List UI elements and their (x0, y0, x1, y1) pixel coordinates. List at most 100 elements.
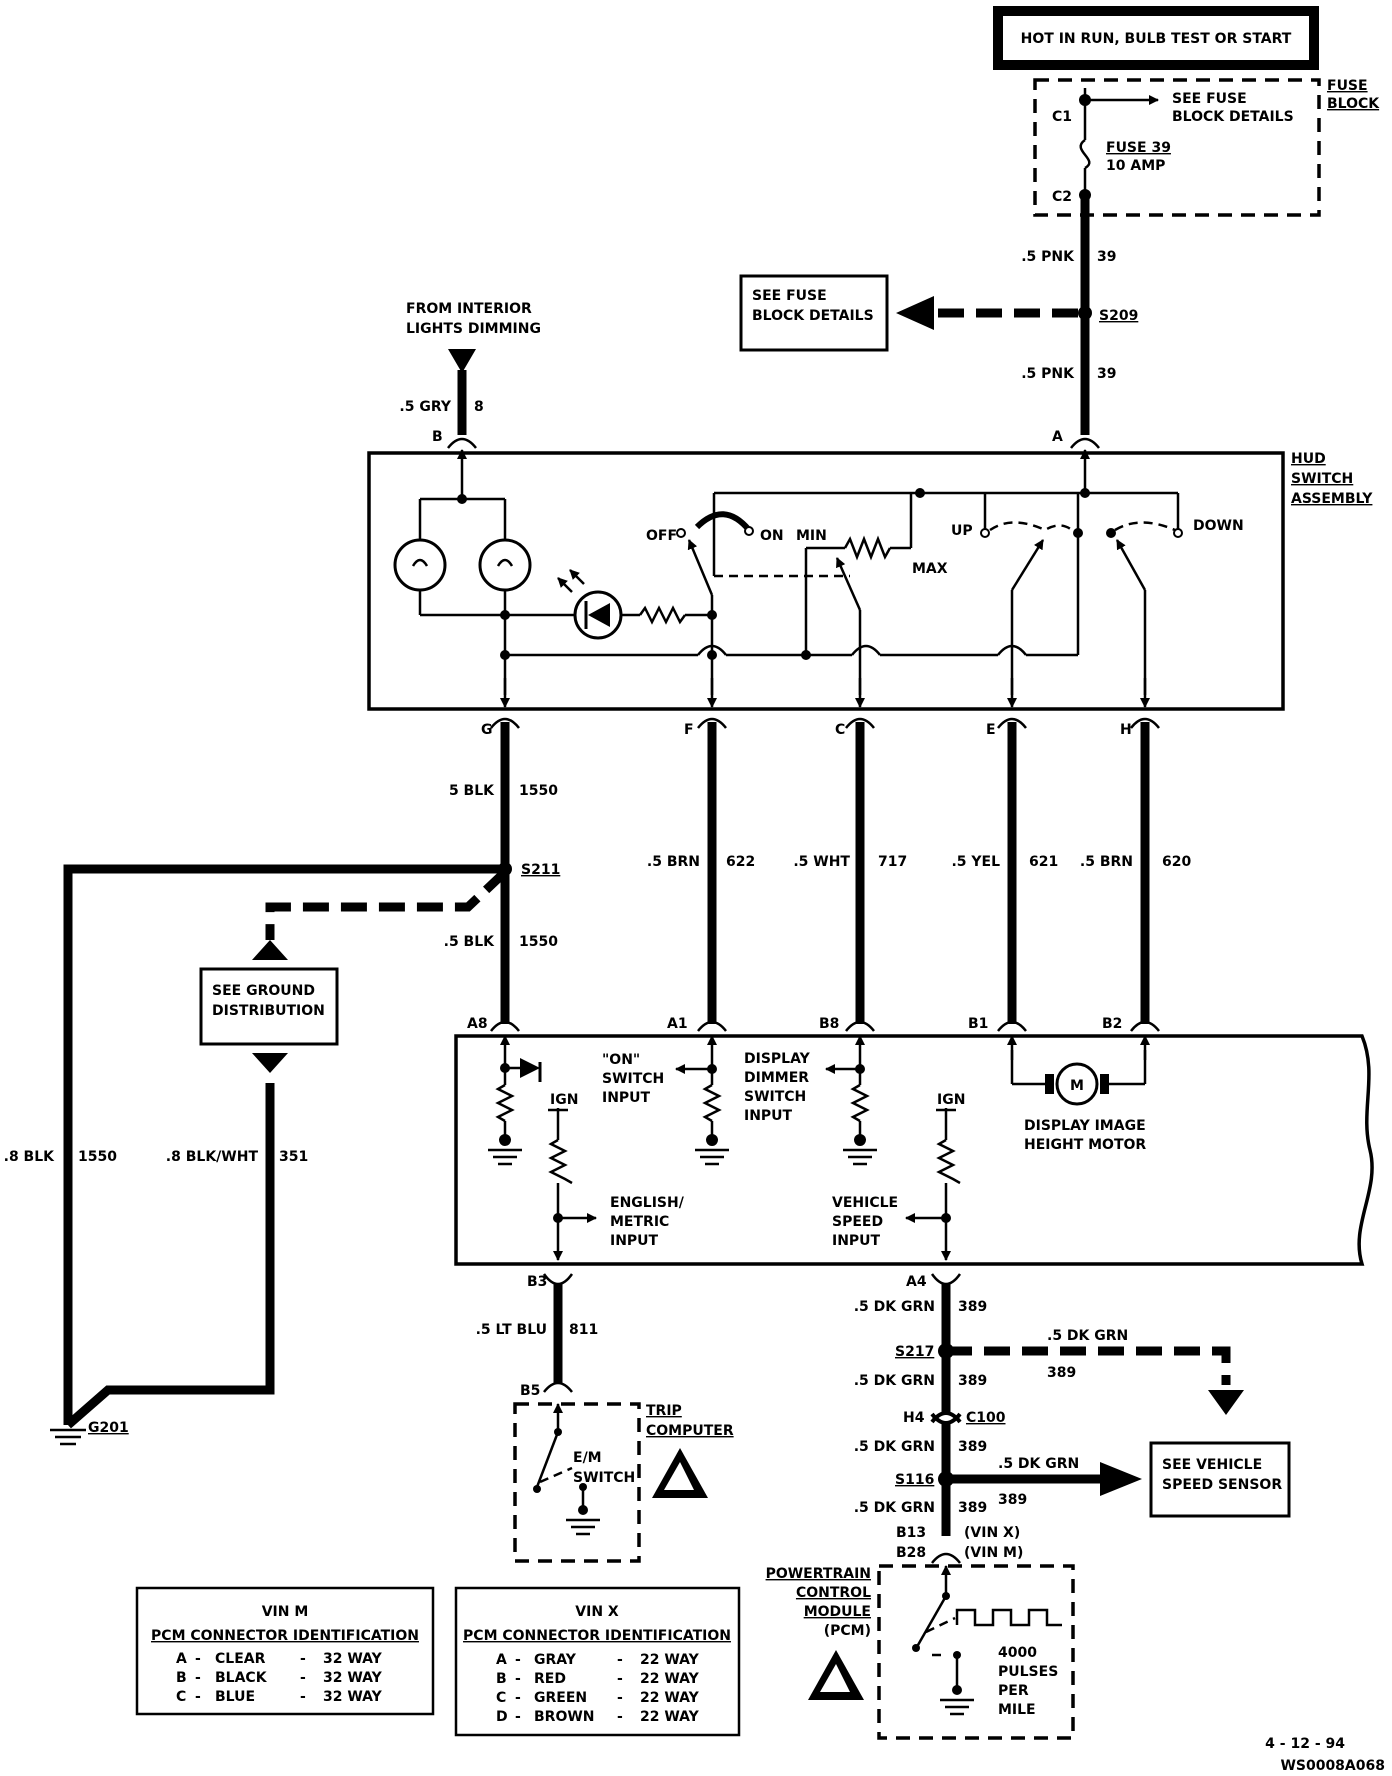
trip-computer: TRIP COMPUTER E/M SWITCH (513, 1402, 734, 1563)
w389-e-gauge: .5 DK GRN (1047, 1328, 1128, 1344)
pcm-title-1: POWERTRAIN (766, 1566, 871, 1582)
vin-m-r0-color: CLEAR (215, 1651, 266, 1667)
fuse-see-2: BLOCK DETAILS (1172, 109, 1294, 125)
pin-g-label: G (481, 722, 493, 738)
trip-title-2: COMPUTER (646, 1423, 734, 1439)
hud-on-label: ON (760, 528, 784, 544)
vin-x-r3-color: BROWN (534, 1709, 595, 1725)
hud-title-1: HUD (1291, 451, 1326, 467)
hud-min-label: MIN (796, 528, 827, 544)
w8-circuit: 8 (474, 399, 484, 415)
see-fuse-line2: BLOCK DETAILS (752, 308, 874, 324)
dd-3: SWITCH (744, 1089, 806, 1105)
w389-b-circuit: 389 (958, 1373, 987, 1389)
vin-x-r2-pin: C (496, 1690, 506, 1706)
pcm-module: POWERTRAIN CONTROL MODULE (PCM) 4000 PUL… (766, 1564, 1075, 1740)
see-fuse-line1: SEE FUSE (752, 288, 827, 304)
connector-b (447, 437, 477, 449)
pcm-pulses-1: 4000 (998, 1645, 1037, 1661)
vin-x-r1-way: 22 WAY (640, 1671, 700, 1687)
pin-a1-label: A1 (667, 1016, 688, 1032)
pin-f-label: F (684, 722, 694, 738)
w389-a-gauge: .5 DK GRN (854, 1299, 935, 1315)
motor-label-2: HEIGHT MOTOR (1024, 1137, 1146, 1153)
vin-m-table: VIN M PCM CONNECTOR IDENTIFICATION A - C… (135, 1586, 435, 1716)
hud-title-2: SWITCH (1291, 471, 1353, 487)
w39-bot-gauge: .5 PNK (1021, 366, 1075, 382)
w621-gauge: .5 YEL (951, 854, 1000, 870)
vin-x-r1-color: RED (534, 1671, 566, 1687)
w1550-top-circuit: 1550 (519, 783, 558, 799)
vin-x-r3-way: 22 WAY (640, 1709, 700, 1725)
vs-input-2: SPEED (832, 1214, 883, 1230)
vin-m-r1-color: BLACK (215, 1670, 268, 1686)
vin-x-r1-pin: B (496, 1671, 507, 1687)
lamp-icon-2 (478, 538, 532, 592)
vin-m-r0-pin: A (176, 1651, 187, 1667)
vin-x-r2-color: GREEN (534, 1690, 587, 1706)
svg-text:-: - (617, 1652, 623, 1668)
w811-circuit: 811 (569, 1322, 598, 1338)
ign-2-label: IGN (937, 1092, 965, 1108)
see-vehicle-speed-sensor: SEE VEHICLE SPEED SENSOR (1149, 1441, 1291, 1518)
vin-m-pin-label: (VIN M) (964, 1545, 1023, 1561)
svg-text:-: - (617, 1709, 623, 1725)
fuse-39 (1079, 138, 1091, 170)
rheostat (843, 535, 892, 561)
interior-lights-dimming: FROM INTERIOR LIGHTS DIMMING .5 GRY 8 (399, 301, 541, 435)
svg-text:-: - (617, 1690, 623, 1706)
pcm-title-2: CONTROL (796, 1585, 871, 1601)
on-switch-2: SWITCH (602, 1071, 664, 1087)
dd-1: DISPLAY (744, 1051, 811, 1067)
pin-b8-label: B8 (819, 1016, 839, 1032)
hud-off-label: OFF (646, 528, 677, 544)
vin-m-r1-pin: B (176, 1670, 187, 1686)
w39-top-gauge: .5 PNK (1021, 249, 1075, 265)
interior-line1: FROM INTERIOR (406, 301, 532, 317)
ground-dist-line1: SEE GROUND (212, 983, 315, 999)
s217-branch: .5 DK GRN 389 (946, 1328, 1244, 1415)
fuse-block-title-1: FUSE (1327, 78, 1368, 94)
w389-c-circuit: 389 (958, 1439, 987, 1455)
w620-circuit: 620 (1162, 854, 1191, 870)
w1550-bot-circuit: 1550 (519, 934, 558, 950)
pulse-waveform (955, 1608, 1062, 1627)
vin-m-title: VIN M (262, 1604, 309, 1620)
interior-arrow-icon (448, 349, 476, 373)
w717-circuit: 717 (878, 854, 907, 870)
wire-1550-ground: .8 BLK 1550 .8 BLK/WHT 351 G201 (4, 864, 505, 1446)
svg-text:-: - (195, 1670, 201, 1686)
vin-x-table: VIN X PCM CONNECTOR IDENTIFICATION A - G… (454, 1586, 741, 1737)
vin-x-subtitle: PCM CONNECTOR IDENTIFICATION (463, 1628, 731, 1644)
vin-m-subtitle: PCM CONNECTOR IDENTIFICATION (151, 1628, 419, 1644)
svg-text:-: - (300, 1689, 306, 1705)
hot-label: HOT IN RUN, BULB TEST OR START (1021, 31, 1292, 47)
w717-gauge: .5 WHT (793, 854, 850, 870)
em-switch-2: SWITCH (573, 1470, 635, 1486)
wire-39: .5 PNK 39 S209 .5 PNK 39 (1021, 195, 1138, 435)
vs-input-1: VEHICLE (832, 1195, 898, 1211)
w8-gauge: .5 GRY (399, 399, 451, 415)
pin-e-label: E (986, 722, 996, 738)
em-input-3: INPUT (610, 1233, 659, 1249)
w389-e-circuit: 389 (1047, 1365, 1076, 1381)
svg-text:-: - (300, 1670, 306, 1686)
vin-m-r2-color: BLUE (215, 1689, 255, 1705)
trip-title-1: TRIP (646, 1403, 682, 1419)
footer-date: 4 - 12 - 94 (1265, 1736, 1345, 1752)
s209-splice (1078, 306, 1092, 320)
resistor-led (638, 605, 687, 625)
vin-m-r2-way: 32 WAY (323, 1689, 383, 1705)
pin-b5-label: B5 (520, 1383, 540, 1399)
hud-up-label: UP (951, 523, 973, 539)
pin-a-label: A (1052, 429, 1063, 445)
w621-circuit: 621 (1029, 854, 1058, 870)
svg-text:-: - (515, 1652, 521, 1668)
c100-label: C100 (966, 1410, 1006, 1426)
w389-f-circuit: 389 (998, 1492, 1027, 1508)
pcm-title-3: MODULE (804, 1604, 871, 1620)
vss-line1: SEE VEHICLE (1162, 1457, 1262, 1473)
fuse-amp-label: 10 AMP (1106, 158, 1165, 174)
svg-text:-: - (515, 1709, 521, 1725)
